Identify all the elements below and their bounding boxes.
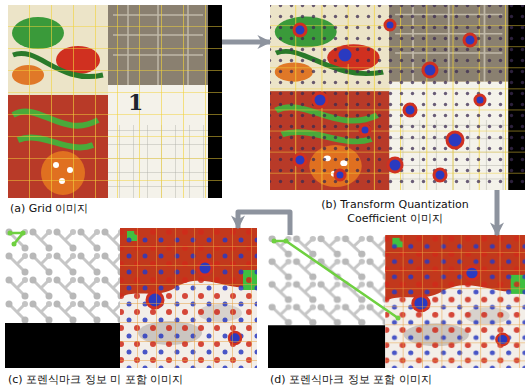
image-panel: (b) Transform Quantization Coefficient 이… xyxy=(270,5,525,190)
grid-image xyxy=(8,5,222,198)
image-panel: (c) 포렌식마크 정보 미 포함 이미지 xyxy=(5,228,257,368)
flow-arrow xyxy=(495,190,500,235)
unmarked-image xyxy=(5,228,257,368)
image-panel: (a) Grid 이미지 xyxy=(8,5,222,198)
panel-caption: (a) Grid 이미지 xyxy=(10,202,210,216)
flow-arrow xyxy=(238,212,290,235)
panel-caption: (d) 포렌식마크 정보 포함 이미지 xyxy=(270,373,525,387)
panel-caption: (b) Transform Quantization Coefficient 이… xyxy=(300,198,490,226)
image-panel: (d) 포렌식마크 정보 포함 이미지 xyxy=(268,235,525,368)
panel-caption: (c) 포렌식마크 정보 미 포함 이미지 xyxy=(8,373,257,387)
marked-image xyxy=(268,235,525,368)
coefficient-image xyxy=(270,5,525,190)
flow-arrow xyxy=(222,40,270,45)
calendar-number: 1 xyxy=(128,89,143,115)
